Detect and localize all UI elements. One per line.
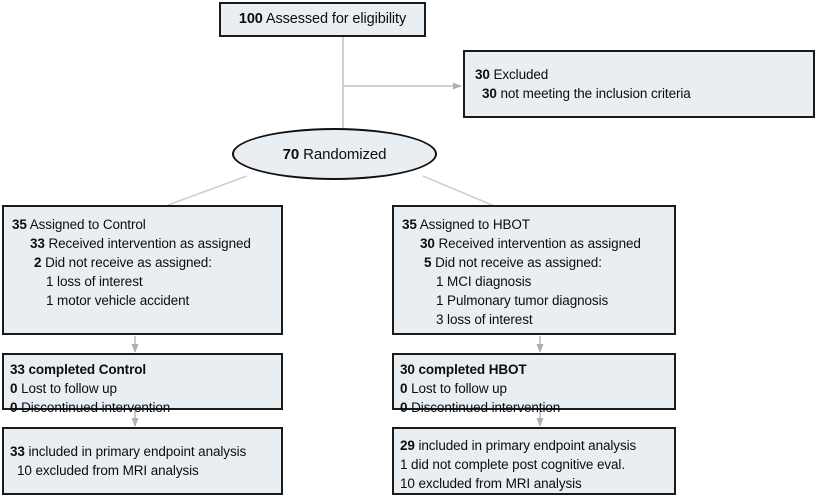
node-line: 0 Lost to follow up [400, 381, 507, 396]
node-line: 33 included in primary endpoint analysis [10, 444, 247, 459]
node-line: 1 motor vehicle accident [46, 293, 190, 308]
node-hbot-assigned: 35 Assigned to HBOT 30 Received interven… [392, 205, 676, 335]
node-assessed-for-eligibility: 100 Assessed for eligibility [219, 2, 426, 37]
node-excluded: 30 Excluded 30 not meeting the inclusion… [463, 50, 815, 118]
node-line: 2 Did not receive as assigned: [34, 255, 212, 270]
node-line: 1 MCI diagnosis [436, 274, 532, 289]
node-line: 0 Lost to follow up [10, 381, 117, 396]
node-control-completed: 33 completed Control 0 Lost to follow up… [2, 353, 283, 415]
node-line: 33 completed Control [10, 362, 147, 377]
node-line: 30 Received intervention as assigned [420, 236, 641, 251]
node-hbot-analysis: 29 included in primary endpoint analysis… [392, 427, 676, 495]
node-randomized: 70 Randomized [232, 128, 437, 180]
node-line: 10 excluded from MRI analysis [17, 463, 199, 478]
node-line: 30 Excluded [475, 67, 549, 82]
node-line: 100 Assessed for eligibility [238, 11, 407, 27]
node-line: 35 Assigned to HBOT [402, 217, 530, 232]
connector-randomized-to-hbot [422, 175, 493, 206]
node-control-analysis: 33 included in primary endpoint analysis… [2, 427, 283, 495]
node-line: 33 Received intervention as assigned [30, 236, 251, 251]
node-control-assigned: 35 Assigned to Control 33 Received inter… [2, 205, 283, 335]
node-line: 10 excluded from MRI analysis [400, 476, 582, 491]
node-line: 0 Discontinued intervention [10, 400, 171, 415]
node-line: 1 Pulmonary tumor diagnosis [436, 293, 609, 308]
node-line: 30 completed HBOT [400, 362, 527, 377]
node-line: 0 Discontinued intervention [400, 400, 561, 415]
node-hbot-completed: 30 completed HBOT 0 Lost to follow up 0 … [392, 353, 676, 415]
node-line: 30 not meeting the inclusion criteria [482, 86, 691, 101]
node-line: 1 did not complete post cognitive eval. [400, 457, 625, 472]
node-line: 70 Randomized [282, 145, 387, 163]
node-line: 5 Did not receive as assigned: [424, 255, 602, 270]
node-line: 3 loss of interest [436, 312, 533, 327]
node-line: 29 included in primary endpoint analysis [400, 438, 637, 453]
connector-randomized-to-control [167, 175, 248, 206]
node-line: 1 loss of interest [46, 274, 143, 289]
node-line: 35 Assigned to Control [12, 217, 146, 232]
